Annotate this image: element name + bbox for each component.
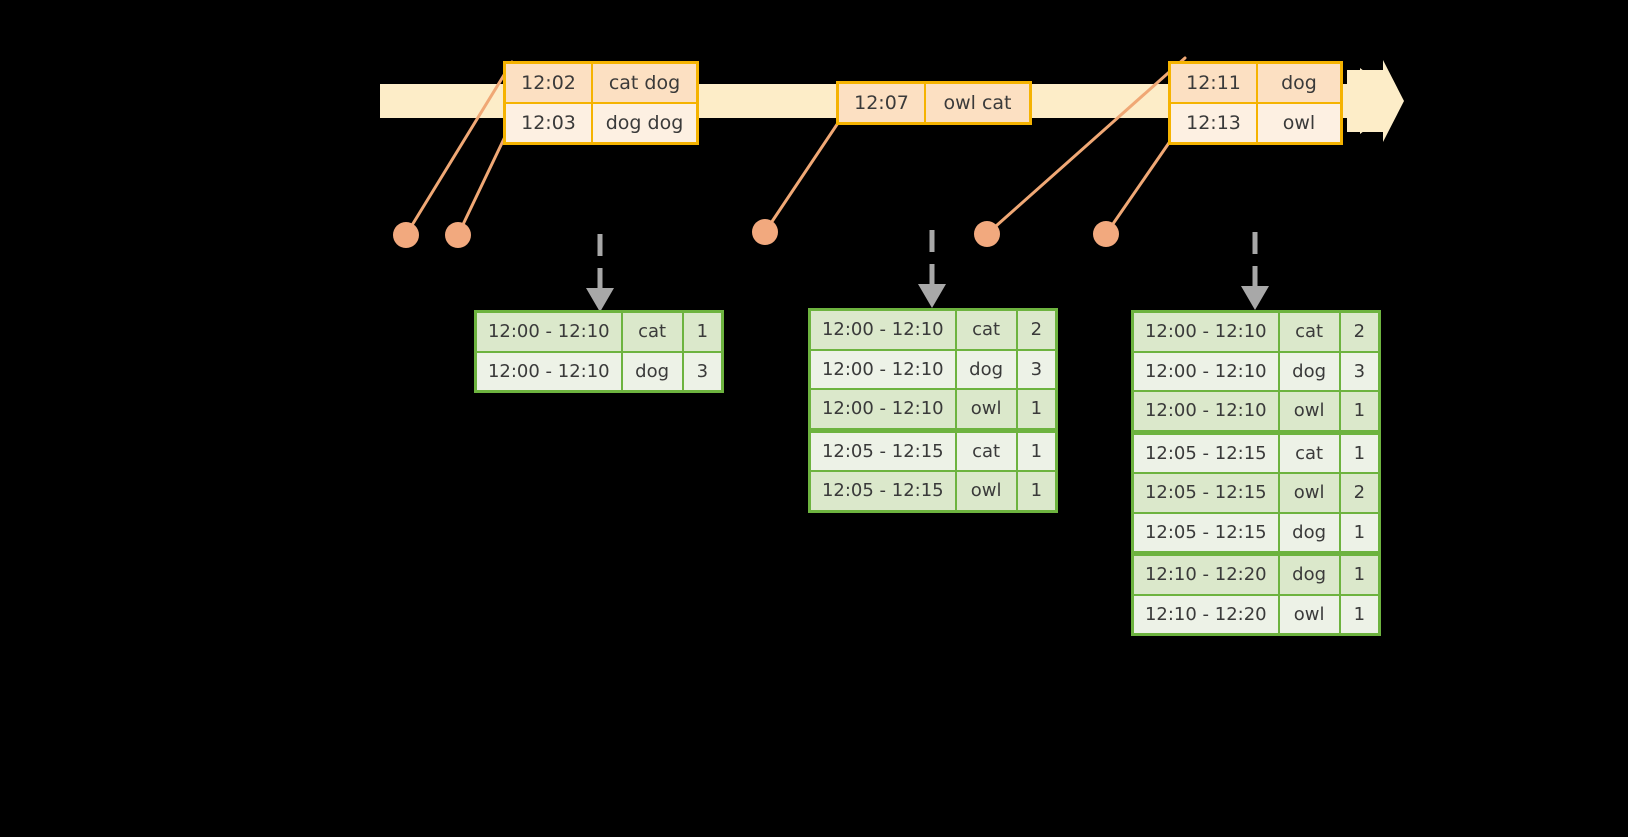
cell-count: 2	[1340, 313, 1378, 351]
cell-window: 12:00 - 12:10	[477, 352, 623, 390]
event-words: dog	[1258, 64, 1340, 102]
cell-count: 1	[1340, 392, 1378, 430]
cell-word: cat	[956, 311, 1018, 349]
cell-window: 12:10 - 12:20	[1134, 556, 1280, 594]
event-time: 12:03	[506, 104, 593, 142]
cell-window: 12:05 - 12:15	[1134, 513, 1280, 551]
cell-word: dog	[1279, 513, 1341, 551]
cell-word: dog	[622, 352, 684, 390]
dashed-arrows	[597, 230, 1258, 292]
cell-count: 1	[1017, 390, 1055, 428]
cell-window: 12:05 - 12:15	[811, 432, 957, 470]
connector-1207	[763, 118, 842, 234]
cell-window: 12:00 - 12:10	[811, 390, 957, 428]
cell-window: 12:05 - 12:15	[1134, 434, 1280, 472]
cell-window: 12:05 - 12:15	[1134, 474, 1280, 512]
cell-word: owl	[956, 472, 1018, 510]
event-box-group-3[interactable]: 12:11 dog 12:13 owl	[1168, 61, 1343, 145]
cell-word: owl	[1279, 474, 1341, 512]
cell-count: 1	[1017, 432, 1055, 470]
cell-window: 12:00 - 12:10	[811, 311, 957, 349]
cell-count: 3	[1017, 350, 1055, 388]
cell-count: 3	[1340, 352, 1378, 390]
event-box-group-1[interactable]: 12:02 cat dog 12:03 dog dog	[503, 61, 699, 145]
cell-window: 12:00 - 12:10	[811, 350, 957, 388]
cell-count: 2	[1340, 474, 1378, 512]
cell-word: cat	[956, 432, 1018, 470]
cell-word: owl	[1279, 595, 1341, 633]
event-time: 12:13	[1171, 104, 1258, 142]
event-row[interactable]: 12:11 dog	[1171, 64, 1340, 102]
cell-count: 2	[1017, 311, 1055, 349]
dot-1213	[1093, 221, 1119, 247]
dot-1203	[445, 222, 471, 248]
event-time: 12:07	[839, 84, 926, 122]
event-row[interactable]: 12:07 owl cat	[839, 84, 1029, 122]
cell-window: 12:00 - 12:10	[1134, 392, 1280, 430]
cell-word: cat	[1279, 313, 1341, 351]
dashed-arrow-2-head	[918, 284, 946, 308]
cell-word: cat	[1279, 434, 1341, 472]
dot-1202	[393, 222, 419, 248]
cell-window: 12:00 - 12:10	[477, 313, 623, 351]
dashed-arrow-3-head	[1241, 286, 1269, 310]
cell-word: dog	[1279, 556, 1341, 594]
event-time: 12:11	[1171, 64, 1258, 102]
event-time: 12:02	[506, 64, 593, 102]
connector-1202	[404, 60, 514, 237]
cell-word: cat	[622, 313, 684, 351]
cell-count: 1	[1340, 434, 1378, 472]
cell-count: 1	[1340, 595, 1378, 633]
event-words: owl	[1258, 104, 1340, 142]
dot-1211	[974, 221, 1000, 247]
dashed-arrow-1-head	[586, 288, 614, 312]
cell-count: 1	[1340, 556, 1378, 594]
event-box-group-2[interactable]: 12:07 owl cat	[836, 81, 1032, 125]
cell-count: 1	[683, 313, 721, 351]
cell-count: 1	[1340, 513, 1378, 551]
event-row[interactable]: 12:03 dog dog	[506, 102, 696, 142]
cell-window: 12:05 - 12:15	[811, 472, 957, 510]
cell-count: 1	[1017, 472, 1055, 510]
cell-word: dog	[956, 350, 1018, 388]
event-words: owl cat	[926, 84, 1029, 122]
dot-1207	[752, 219, 778, 245]
event-row[interactable]: 12:02 cat dog	[506, 64, 696, 102]
cell-window: 12:00 - 12:10	[1134, 352, 1280, 390]
event-row[interactable]: 12:13 owl	[1171, 102, 1340, 142]
cell-window: 12:00 - 12:10	[1134, 313, 1280, 351]
event-words: cat dog	[593, 64, 696, 102]
event-words: dog dog	[593, 104, 696, 142]
cell-word: owl	[956, 390, 1018, 428]
cell-word: owl	[1279, 392, 1341, 430]
cell-word: dog	[1279, 352, 1341, 390]
cell-window: 12:10 - 12:20	[1134, 595, 1280, 633]
cell-count: 3	[683, 352, 721, 390]
timeline-dots	[393, 219, 1119, 248]
